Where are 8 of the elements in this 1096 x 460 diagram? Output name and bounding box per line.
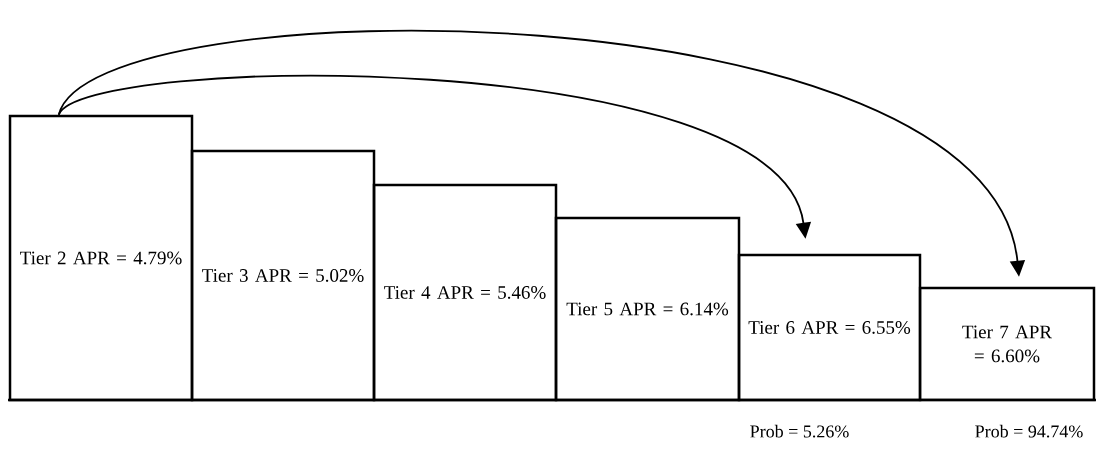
tier-box: Tier 3 APR = 5.02% <box>190 149 376 402</box>
tier-box: Tier 2 APR = 4.79% <box>8 114 194 402</box>
tier-box: Tier 4 APR = 5.46% <box>372 183 558 402</box>
tier-box: Tier 5 APR = 6.14% <box>554 216 741 402</box>
probability-label: Prob = 94.74% <box>975 424 1083 438</box>
probability-label: Prob = 5.26% <box>750 424 849 438</box>
tier-box: Tier 6 APR = 6.55% <box>737 253 922 402</box>
tier-box: Tier 7 APR = 6.60% <box>918 286 1096 402</box>
